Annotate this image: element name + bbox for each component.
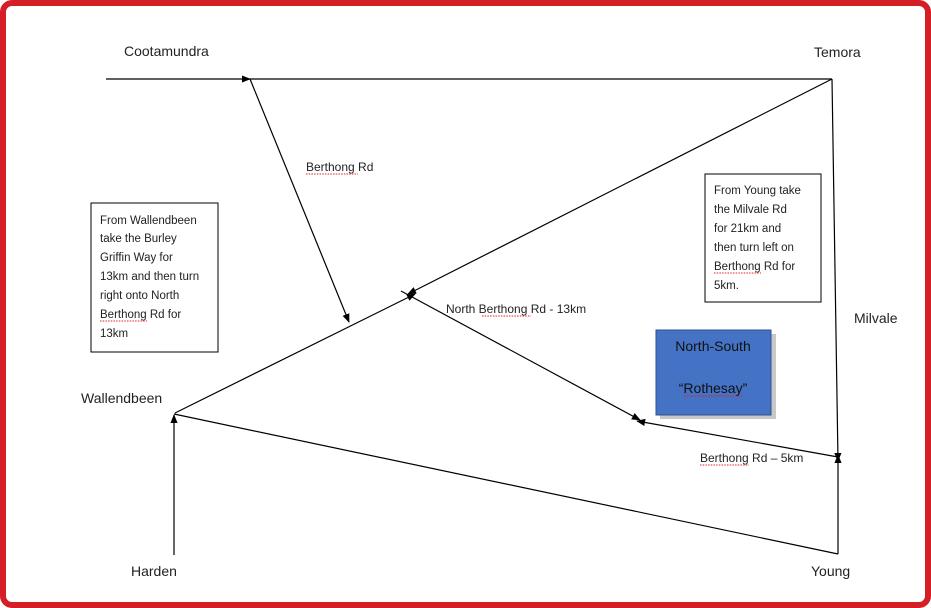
wallendbeen-directions-line: take the Burley — [100, 233, 177, 245]
wallendbeen-directions-line: 13km — [100, 328, 128, 340]
place-label-cootamundra: Cootamundra — [124, 43, 209, 59]
route-map: Cootamundra Temora Milvale Wallendbeen H… — [81, 43, 898, 579]
wallendbeen-directions-box — [90, 202, 219, 353]
place-label-harden: Harden — [131, 563, 177, 579]
wallendbeen-directions-line: right onto North — [100, 290, 179, 302]
north-berthong-rd-route — [400, 290, 641, 421]
place-label-wallendbeen: Wallendbeen — [81, 390, 162, 406]
temora-milvale-route — [831, 78, 842, 462]
young-directions-box — [704, 173, 822, 303]
young-directions-line: 5km. — [714, 280, 739, 292]
road-label-berthong-rd-5km: Berthong Rd – 5km — [700, 451, 803, 465]
road-label-berthong-rd: Berthong Rd — [306, 160, 373, 174]
young-directions-line: the Milvale Rd — [714, 204, 787, 216]
young-directions-line: for 21km and — [714, 223, 781, 235]
destination-box — [655, 329, 772, 416]
berthong-rd-5km-route — [636, 418, 839, 458]
road-label-north-berthong-rd: North Berthong Rd - 13km — [446, 302, 586, 316]
wallendbeen-directions-line: 13km and then turn — [100, 271, 199, 283]
destination-name: “Rothesay” — [679, 380, 748, 396]
berthong-rd-route — [249, 78, 350, 323]
wallendbeen-north-berthong-route — [174, 293, 416, 414]
destination-title: North-South — [675, 338, 750, 354]
temora-diagonal-route — [407, 78, 833, 295]
place-label-temora: Temora — [814, 44, 861, 60]
wallendbeen-young-route — [173, 413, 839, 555]
place-label-young: Young — [811, 563, 850, 579]
place-label-milvale: Milvale — [854, 310, 898, 326]
young-directions-line: From Young take — [714, 185, 801, 197]
young-directions-line: then turn left on — [714, 242, 794, 254]
young-directions-line: Berthong Rd for — [714, 261, 795, 273]
wallendbeen-directions-line: From Wallendbeen — [100, 215, 197, 227]
wallendbeen-directions-line: Berthong Rd for — [100, 309, 181, 321]
wallendbeen-directions-line: Griffin Way for — [100, 252, 173, 264]
